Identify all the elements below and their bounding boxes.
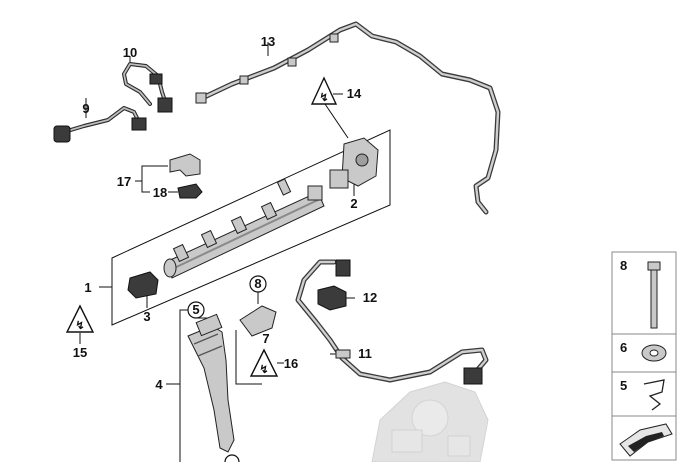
caution-triangle-15: ↯ (65, 304, 95, 333)
injector-4 (187, 313, 240, 462)
pressure-regulator-2 (329, 137, 379, 189)
callout-11: 11 (358, 346, 372, 361)
svg-text:↯: ↯ (75, 320, 84, 332)
legend-label-6: 6 (620, 340, 627, 355)
legend-box-8 (611, 251, 677, 335)
callout-circle-8 (249, 275, 267, 293)
caution-triangle-16: ↯ (249, 348, 279, 377)
callout-5: 5 (192, 302, 199, 317)
callout-circle-5 (187, 301, 205, 319)
callout-10: 10 (123, 45, 137, 60)
clip-icon (643, 379, 665, 411)
bracket-7 (239, 305, 277, 337)
callout-18: 18 (153, 185, 167, 200)
grommet-12 (317, 285, 347, 311)
callout-9: 9 (82, 101, 89, 116)
callout-2: 2 (350, 196, 357, 211)
bolt-icon (647, 261, 661, 329)
callout-12: 12 (363, 290, 377, 305)
legend-panel: 8 6 5 (611, 251, 677, 461)
rail-sensor-3 (127, 271, 159, 299)
legend-box-5 (611, 371, 677, 417)
bracket-17 (169, 153, 201, 177)
sensor-cable-10 (122, 62, 173, 113)
caution-triangle-14: ↯ (310, 76, 338, 105)
callout-16: 16 (284, 356, 298, 371)
legend-label-8: 8 (620, 258, 627, 273)
callout-7: 7 (262, 331, 269, 346)
callout-1: 1 (84, 280, 91, 295)
high-pressure-pump-ghost (371, 381, 489, 462)
washer-icon (641, 344, 667, 362)
sensor-cable-9 (53, 106, 147, 143)
legend-label-5: 5 (620, 378, 627, 393)
clip-18 (177, 183, 203, 199)
rail-group-outline (111, 129, 391, 326)
callout-13: 13 (261, 34, 275, 49)
fuel-rail-1 (163, 178, 325, 279)
fuel-return-line-13 (195, 21, 501, 215)
direction-arrow-icon (619, 423, 673, 457)
callout-17: 17 (117, 174, 131, 189)
callout-14: 14 (347, 86, 362, 101)
svg-text:↯: ↯ (319, 92, 328, 104)
callout-15: 15 (73, 345, 87, 360)
callout-3: 3 (143, 309, 150, 324)
callout-8: 8 (254, 276, 261, 291)
callout-4: 4 (155, 377, 163, 392)
fuel-line-11 (295, 259, 489, 385)
callout-labels: 1 2 3 4 5 7 8 9 10 11 12 13 14 15 16 17 … (73, 34, 377, 392)
svg-text:↯: ↯ (259, 364, 268, 376)
